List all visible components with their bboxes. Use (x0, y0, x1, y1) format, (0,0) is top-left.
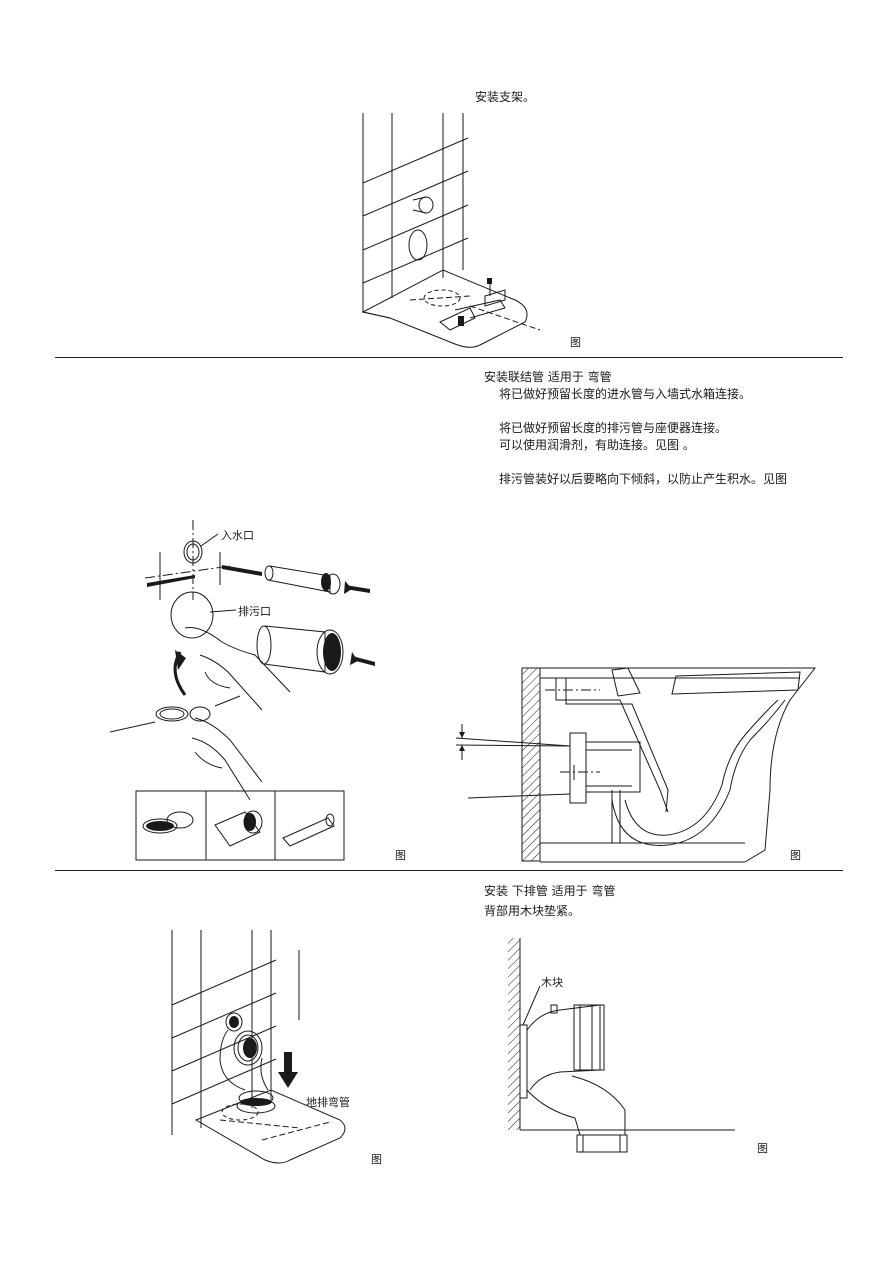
figure-caption-3-left: 图 (371, 1153, 382, 1166)
section2-line-5: 排污管装好以后要略向下倾斜，以防止产生积水。见图 (499, 472, 788, 486)
section-divider-2 (55, 870, 843, 871)
section-divider-1 (55, 357, 843, 358)
section2-line-2: 将已做好预留长度的进水管与入墙式水箱连接。 (499, 387, 752, 401)
section3-line-1: 安装 下排管 适用于 弯管 (484, 884, 616, 898)
section1-heading: 安装支架。 (475, 90, 536, 104)
section3-line-2: 背部用木块垫紧。 (484, 904, 581, 918)
section2-line-1: 安装联结管 适用于 弯管 (484, 370, 612, 384)
figure-caption-3-right: 图 (757, 1142, 768, 1155)
section2-line-3: 将已做好预留长度的排污管与座便器连接。 (499, 421, 728, 435)
figure-caption-1: 图 (570, 336, 581, 349)
floor-bend-label: 地排弯管 (306, 1096, 350, 1109)
inlet-label: 入水口 (221, 529, 254, 542)
figure-caption-2-right: 图 (790, 849, 801, 862)
wood-block-label: 木块 (541, 976, 563, 989)
section2-line-4: 可以使用润滑剂，有助连接。见图 。 (499, 438, 695, 452)
figure-caption-2-left: 图 (395, 849, 406, 862)
outlet-label: 排污口 (238, 605, 271, 618)
